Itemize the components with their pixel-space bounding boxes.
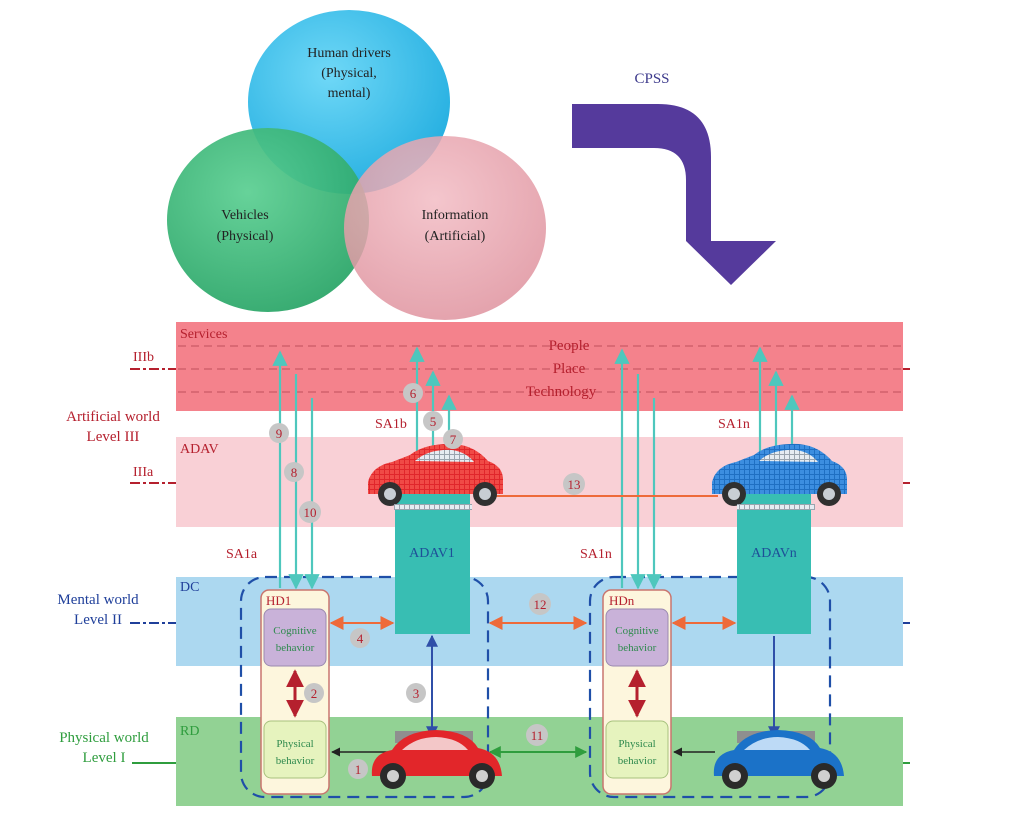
badge-1: 1	[348, 759, 368, 779]
badge-4: 4	[350, 628, 370, 648]
hdn-physical-box	[605, 720, 669, 779]
vehicles-label-1: Vehicles	[221, 208, 268, 223]
human-label-2: (Physical,	[321, 66, 377, 81]
adavn-pixel-car-icon	[712, 443, 847, 510]
information-circle	[344, 136, 546, 320]
svg-text:8: 8	[291, 465, 298, 480]
services-label: Services	[180, 327, 227, 342]
hd1-label: HD1	[266, 593, 291, 608]
adav1-box	[395, 492, 470, 634]
svg-text:10: 10	[304, 505, 317, 520]
place-label: Place	[553, 361, 586, 377]
sa1n-left-label: SA1n	[580, 547, 612, 562]
information-label-2: (Artificial)	[425, 229, 486, 244]
svg-text:4: 4	[357, 631, 364, 646]
red-car-icon	[371, 730, 502, 789]
adav-label: ADAV	[180, 442, 219, 457]
svg-text:3: 3	[413, 686, 420, 701]
hd1-physical-text-1: Physical	[276, 738, 313, 750]
hdn-label: HDn	[609, 593, 635, 608]
adavn-label: ADAVn	[751, 546, 797, 561]
number-badges: 1 2 3 4 5 6 7 8 9 10 11 12 13	[269, 383, 585, 779]
badge-9: 9	[269, 423, 289, 443]
hdn-physical-text-1: Physical	[618, 738, 655, 750]
adav1-label: ADAV1	[409, 546, 455, 561]
svg-text:13: 13	[568, 477, 581, 492]
vehicles-label-2: (Physical)	[217, 229, 274, 244]
badge-13: 13	[563, 473, 585, 495]
sa1a-label: SA1a	[226, 547, 258, 562]
blue-car-icon	[713, 730, 844, 789]
badge-12: 12	[529, 593, 551, 615]
people-label: People	[549, 338, 590, 354]
iiia-label: IIIa	[133, 465, 154, 480]
sa1n-left-arrows	[614, 348, 662, 590]
artificial-world-label: Artificial world	[66, 409, 160, 425]
badge-8: 8	[284, 462, 304, 482]
svg-text:5: 5	[430, 414, 437, 429]
hd1-cognitive-text-2: behavior	[276, 642, 315, 654]
iiib-label: IIIb	[133, 350, 154, 365]
level-i-label: Level I	[83, 750, 126, 766]
dc-label: DC	[180, 580, 199, 595]
adavn-box	[737, 492, 811, 634]
human-label-3: mental)	[328, 86, 371, 101]
badge-10: 10	[299, 501, 321, 523]
badge-11: 11	[526, 724, 548, 746]
hd1-physical-box	[263, 720, 327, 779]
rd-label: RD	[180, 724, 199, 739]
svg-text:9: 9	[276, 426, 283, 441]
human-label-1: Human drivers	[307, 46, 391, 61]
badge-5: 5	[423, 411, 443, 431]
adav1-pixel-car-icon	[368, 443, 503, 510]
svg-text:11: 11	[531, 728, 544, 743]
level-ii-label: Level II	[74, 612, 122, 628]
physical-world-label: Physical world	[59, 730, 149, 746]
svg-text:12: 12	[534, 597, 547, 612]
hdn-cognitive-text-1: Cognitive	[615, 625, 659, 637]
cpss-arrow-icon	[572, 104, 776, 285]
hd1-cognitive-text-1: Cognitive	[273, 625, 317, 637]
hdn-physical-text-2: behavior	[618, 755, 657, 767]
hd1-cognitive-box	[263, 608, 327, 667]
sa1b-label: SA1b	[375, 417, 407, 432]
badge-3: 3	[406, 683, 426, 703]
svg-text:2: 2	[311, 686, 318, 701]
information-label-1: Information	[422, 208, 489, 223]
hdn-cognitive-text-2: behavior	[618, 642, 657, 654]
hdn-cognitive-box	[605, 608, 669, 667]
services-band	[176, 322, 903, 411]
cpss-label: CPSS	[634, 71, 669, 87]
badge-7: 7	[443, 429, 463, 449]
vehicles-circle	[167, 128, 369, 312]
svg-text:7: 7	[450, 432, 457, 447]
mental-world-label: Mental world	[57, 592, 139, 608]
badge-6: 6	[403, 383, 423, 403]
venn-diagram: Human drivers (Physical, mental) Vehicle…	[167, 10, 546, 320]
hd1-physical-text-2: behavior	[276, 755, 315, 767]
level-iii-label: Level III	[87, 429, 140, 445]
group-n-dashed-boundary	[588, 575, 832, 799]
svg-text:1: 1	[355, 762, 362, 777]
sa1n-right-label: SA1n	[718, 417, 750, 432]
group-1-dashed-boundary	[239, 575, 490, 799]
technology-label: Technology	[526, 384, 597, 400]
svg-text:6: 6	[410, 386, 417, 401]
badge-2: 2	[304, 683, 324, 703]
